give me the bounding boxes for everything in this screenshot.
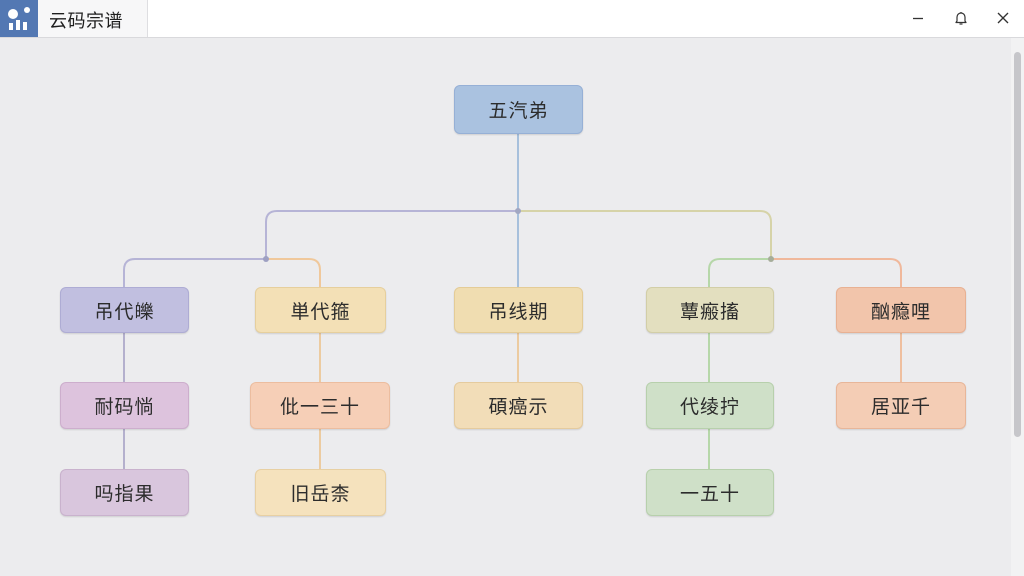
minimize-button[interactable] — [905, 6, 931, 30]
tree-node-leaf[interactable]: 居亚千 — [836, 382, 966, 429]
tree-node-root[interactable]: 五汽弟 — [454, 85, 583, 134]
title-bar: 云码宗谱 — [0, 0, 1024, 38]
app-logo-icon — [0, 0, 38, 37]
tree-node-leaf[interactable]: 代绫拧 — [646, 382, 774, 429]
window-title: 云码宗谱 — [49, 11, 123, 32]
tree-node-leaf[interactable]: 吗指果 — [60, 469, 189, 516]
scrollbar-thumb[interactable] — [1014, 52, 1021, 437]
tree-node-leaf[interactable]: 碩癌示 — [454, 382, 583, 429]
tree-node-leaf[interactable]: 一五十 — [646, 469, 774, 516]
tree-node-branch-3[interactable]: 吊线期 — [454, 287, 583, 333]
tree-node-branch-1[interactable]: 吊代皪 — [60, 287, 189, 333]
tree-node-branch-2[interactable]: 単代箍 — [255, 287, 386, 333]
tree-node-branch-4[interactable]: 蕈瘢搐 — [646, 287, 774, 333]
tree-node-leaf[interactable]: 耐码惝 — [60, 382, 189, 429]
vertical-scrollbar[interactable] — [1011, 38, 1024, 576]
close-icon — [997, 12, 1009, 24]
bell-icon — [955, 12, 967, 25]
tree-node-leaf[interactable]: 仳一三十 — [250, 382, 390, 429]
notification-button[interactable] — [948, 6, 974, 30]
minimize-icon — [913, 17, 923, 20]
tree-node-leaf[interactable]: 旧岳柰 — [255, 469, 386, 516]
document-tab[interactable]: 云码宗谱 — [38, 0, 148, 37]
close-button[interactable] — [990, 6, 1016, 30]
tree-node-branch-5[interactable]: 酗瘾哩 — [836, 287, 966, 333]
